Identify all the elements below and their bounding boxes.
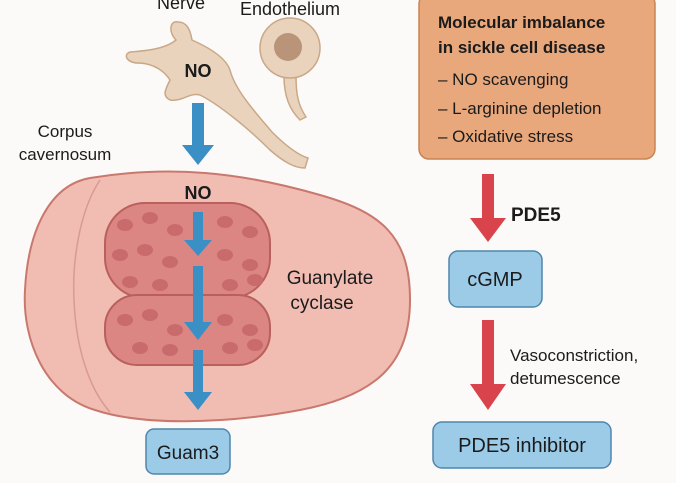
arrow-down-icon [470,174,506,242]
endothelium-label: Endothelium [240,0,340,19]
sinusoid-dot [167,324,183,336]
sinusoid-dot [122,276,138,288]
sinusoid-dot [142,212,158,224]
sinusoid-dot [247,339,263,351]
sinusoid-dot [242,226,258,238]
sinusoid-dot [162,256,178,268]
nerve-label: Nerve [157,0,205,13]
corpus-cavernosum-inner [72,179,111,413]
sinusoid-dot [222,279,238,291]
corpus-label-line2: cavernosum [19,145,112,164]
sinusoid-dot [162,344,178,356]
sinusoid-dot [142,309,158,321]
sinusoid-dot [217,216,233,228]
vasoconstriction-label-line1: Vasoconstriction, [510,346,638,365]
imbalance-title-line1: Molecular imbalance [438,13,605,32]
sinusoid-dot [132,342,148,354]
guam-box [145,428,231,475]
sinusoid-dot [217,314,233,326]
cgmp-box [448,250,543,308]
cgmp-label: cGMP [467,269,523,291]
imbalance-title-line2: in sickle cell disease [438,38,605,57]
nerve-no-label: NO [185,61,212,81]
sinusoid-dot [247,274,263,286]
sinusoid-dot [112,249,128,261]
sinusoid-dot [242,259,258,271]
imbalance-item: – Oxidative stress [438,127,573,146]
cavernous-sinusoids [112,212,263,356]
arrow-down-icon [182,103,214,165]
pde5-label: PDE5 [511,205,561,226]
sinusoid-dot [152,279,168,291]
vasoconstriction-label-line2: detumescence [510,369,621,388]
arrow-down-icon [184,350,212,410]
tissue-no-label: NO [185,183,212,203]
sinusoid-dot [117,219,133,231]
guam-label: Guam3 [157,443,219,464]
sinusoid-dot [137,244,153,256]
endothelial-cell-tail [283,75,308,121]
corpus-label-line1: Corpus [38,122,93,141]
arrow-down-icon [184,266,212,340]
sinusoid-dot [167,224,183,236]
nerve-cell [125,21,309,169]
sinusoid-dot [222,342,238,354]
sinusoid-dot [217,249,233,261]
pde5-inhibitor-box [432,421,612,469]
guanylate-label-line2: cyclase [290,293,353,314]
imbalance-item: – NO scavenging [438,70,568,89]
molecular-imbalance-box [418,0,656,160]
sinusoid-dot [242,324,258,336]
imbalance-item: – L-arginine depletion [438,99,602,118]
sinusoid-dot [117,314,133,326]
pde5-inhibitor-label: PDE5 inhibitor [458,435,586,457]
arrow-down-icon [184,212,212,256]
guanylate-label-line1: Guanylate [287,268,374,289]
no-signal-arrows [182,103,214,410]
arrow-down-icon [470,320,506,410]
pde5-pathway-arrows [470,174,506,410]
endothelial-nucleus [274,33,302,61]
